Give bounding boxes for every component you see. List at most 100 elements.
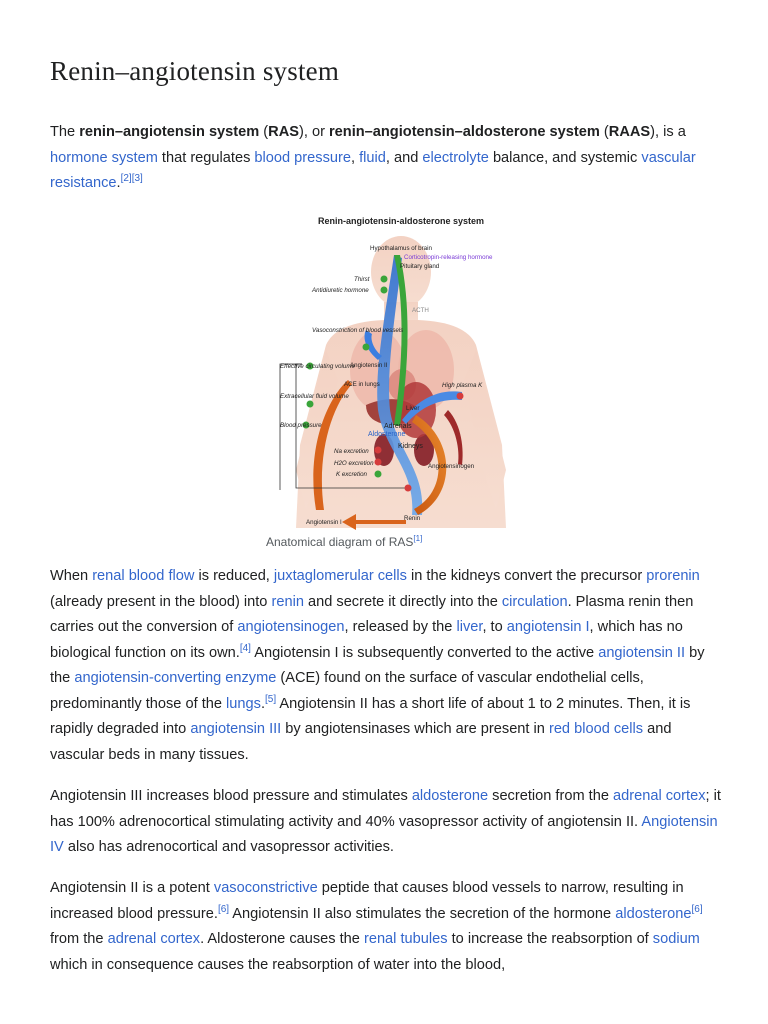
link-angiotensin-iii[interactable]: angiotensin III <box>190 721 282 737</box>
link-liver[interactable]: liver <box>456 619 483 635</box>
link-angiotensin-ii[interactable]: angiotensin II <box>598 644 686 661</box>
label-crh: Corticotropin-releasing hormone <box>404 254 493 261</box>
text: , <box>350 149 360 166</box>
text: . Plasma renin then carries out the conv… <box>50 593 694 636</box>
link-renin[interactable]: renin <box>271 593 304 610</box>
link-adrenal-cortex[interactable]: adrenal cortex <box>613 788 706 804</box>
reference-link[interactable]: [2] <box>120 173 132 185</box>
link-hormone-system[interactable]: hormone system <box>50 149 158 166</box>
link-prorenin[interactable]: prorenin <box>646 568 700 584</box>
link-lungs[interactable]: lungs <box>226 695 261 712</box>
label-hypothalamus: Hypothalamus of brain <box>370 245 432 252</box>
label-ecf: Extracellular fluid volume <box>280 393 349 400</box>
body-silhouette <box>296 236 506 528</box>
bold-term: RAAS <box>608 124 651 140</box>
link-renal-blood-flow[interactable]: renal blood flow <box>92 568 195 584</box>
text: and vascular beds in many tissues. <box>50 721 672 763</box>
text: , which has no biological function on it… <box>50 619 683 661</box>
text: Angiotensin I is subsequently converted … <box>250 644 599 661</box>
link-electrolyte[interactable]: electrolyte <box>422 149 489 166</box>
link-blood-pressure[interactable]: blood pressure <box>254 149 351 166</box>
label-renin: Renin <box>404 515 421 522</box>
link-vascular-resistance[interactable]: vascular resistance <box>50 149 696 192</box>
effect-markers <box>302 275 464 492</box>
link-angiotensinogen[interactable]: angiotensinogen <box>237 619 345 635</box>
ras-diagram-svg: Renin-angiotensin-aldosterone system <box>279 216 506 530</box>
link-circulation[interactable]: circulation <box>501 593 568 610</box>
text: balance, and systemic <box>488 149 642 166</box>
text: , and <box>385 149 423 166</box>
reference-link[interactable]: [6] <box>217 903 230 915</box>
ras-diagram[interactable]: Renin-angiotensin-aldosterone system <box>266 210 536 555</box>
text: is reduced, <box>194 568 274 584</box>
text: Angiotensin III increases blood pressure… <box>50 788 412 804</box>
text: . <box>260 695 265 712</box>
text: to increase the reabsorption of <box>447 931 653 947</box>
text: also has adrenocortical and vasopressor … <box>63 839 394 855</box>
text: secretion from the <box>488 788 614 804</box>
text: , to <box>482 619 507 635</box>
link-renal-tubules[interactable]: renal tubules <box>363 931 448 947</box>
label-thirst: Thirst <box>354 276 370 283</box>
label-high-k: High plasma K <box>442 382 483 389</box>
link-fluid[interactable]: fluid <box>359 149 386 166</box>
label-ecv: Effective circulating volume <box>280 363 356 370</box>
link-ace[interactable]: angiotensin-converting enzyme <box>74 670 277 686</box>
caption-text: Anatomical diagram of RAS <box>266 535 414 549</box>
text: Angiotensin II also stimulates the secre… <box>229 905 616 922</box>
reference-link[interactable]: [1] <box>413 534 423 543</box>
link-angiotensin-i[interactable]: angiotensin I <box>506 619 590 635</box>
link-adrenal-cortex[interactable]: adrenal cortex <box>107 931 201 947</box>
link-sodium[interactable]: sodium <box>652 931 700 947</box>
bold-term: renin–angiotensin–aldosterone system <box>328 124 600 140</box>
label-angiotensinogen: Angiotensinogen <box>428 463 475 470</box>
label-aldosterone: Aldosterone <box>368 431 405 438</box>
text: ( <box>259 124 269 140</box>
label-vasoconstriction: Vasoconstriction of blood vessels <box>312 327 403 334</box>
reference-link[interactable]: [4] <box>239 642 251 654</box>
paragraph-angiotensin-iii: Angiotensin III increases blood pressure… <box>50 784 722 861</box>
label-pituitary: Pituitary gland <box>400 263 440 270</box>
bold-term: renin–angiotensin system <box>79 124 260 140</box>
text: by angiotensinases which are present in <box>281 721 549 737</box>
text: . <box>116 175 121 191</box>
label-adrenals: Adrenals <box>384 423 412 430</box>
text: ), is a <box>650 124 686 140</box>
text: The <box>50 124 80 140</box>
text: ; it has 100% adrenocortical stimulating… <box>50 788 721 830</box>
label-kidneys: Kidneys <box>398 443 423 450</box>
label-na-excretion: Na excretion <box>334 448 369 455</box>
text: Angiotensin II is a potent <box>50 880 214 896</box>
link-juxtaglomerular-cells[interactable]: juxtaglomerular cells <box>273 568 407 584</box>
link-angiotensin-iv[interactable]: Angiotensin IV <box>50 813 718 856</box>
link-red-blood-cells[interactable]: red blood cells <box>548 721 644 737</box>
link-aldosterone[interactable]: aldosterone <box>411 788 489 804</box>
figure-title: Renin-angiotensin-aldosterone system <box>318 216 484 226</box>
text: from the <box>50 931 108 947</box>
reference-link[interactable]: [6] <box>691 903 703 915</box>
link-vasoconstrictive[interactable]: vasoconstrictive <box>213 880 318 896</box>
pathway-arrows <box>279 255 463 530</box>
page-title: Renin–angiotensin system <box>50 56 340 86</box>
link-aldosterone[interactable]: aldosterone <box>615 905 692 922</box>
label-h2o-excretion: H2O excretion <box>334 460 374 467</box>
label-k-excretion: K excretion <box>336 471 368 478</box>
text: ( <box>599 124 609 140</box>
bold-term: RAS <box>268 124 299 140</box>
label-liver: Liver <box>406 405 419 412</box>
paragraph-angiotensin-ii: Angiotensin II is a potent vasoconstrict… <box>50 876 722 978</box>
reference-link[interactable]: [3] <box>131 173 143 185</box>
text: and secrete it directly into the <box>303 593 502 610</box>
label-adh: Antidiuretic hormone <box>311 287 369 294</box>
text: Angiotensin II has a short life of about… <box>50 695 691 738</box>
text: . Aldosterone causes the <box>200 931 364 947</box>
text: (ACE) found on the surface of vascular e… <box>50 670 644 712</box>
text: When <box>50 568 93 584</box>
label-angiotensin1: Angiotensin I <box>306 519 342 526</box>
reference-link[interactable]: [5] <box>265 693 277 705</box>
text: peptide that causes blood vessels to nar… <box>50 880 684 922</box>
label-ace: ACE in lungs <box>344 381 380 388</box>
text: which in consequence causes the reabsorp… <box>50 956 506 973</box>
text: , released by the <box>344 619 457 635</box>
label-acth: ACTH <box>412 307 429 314</box>
